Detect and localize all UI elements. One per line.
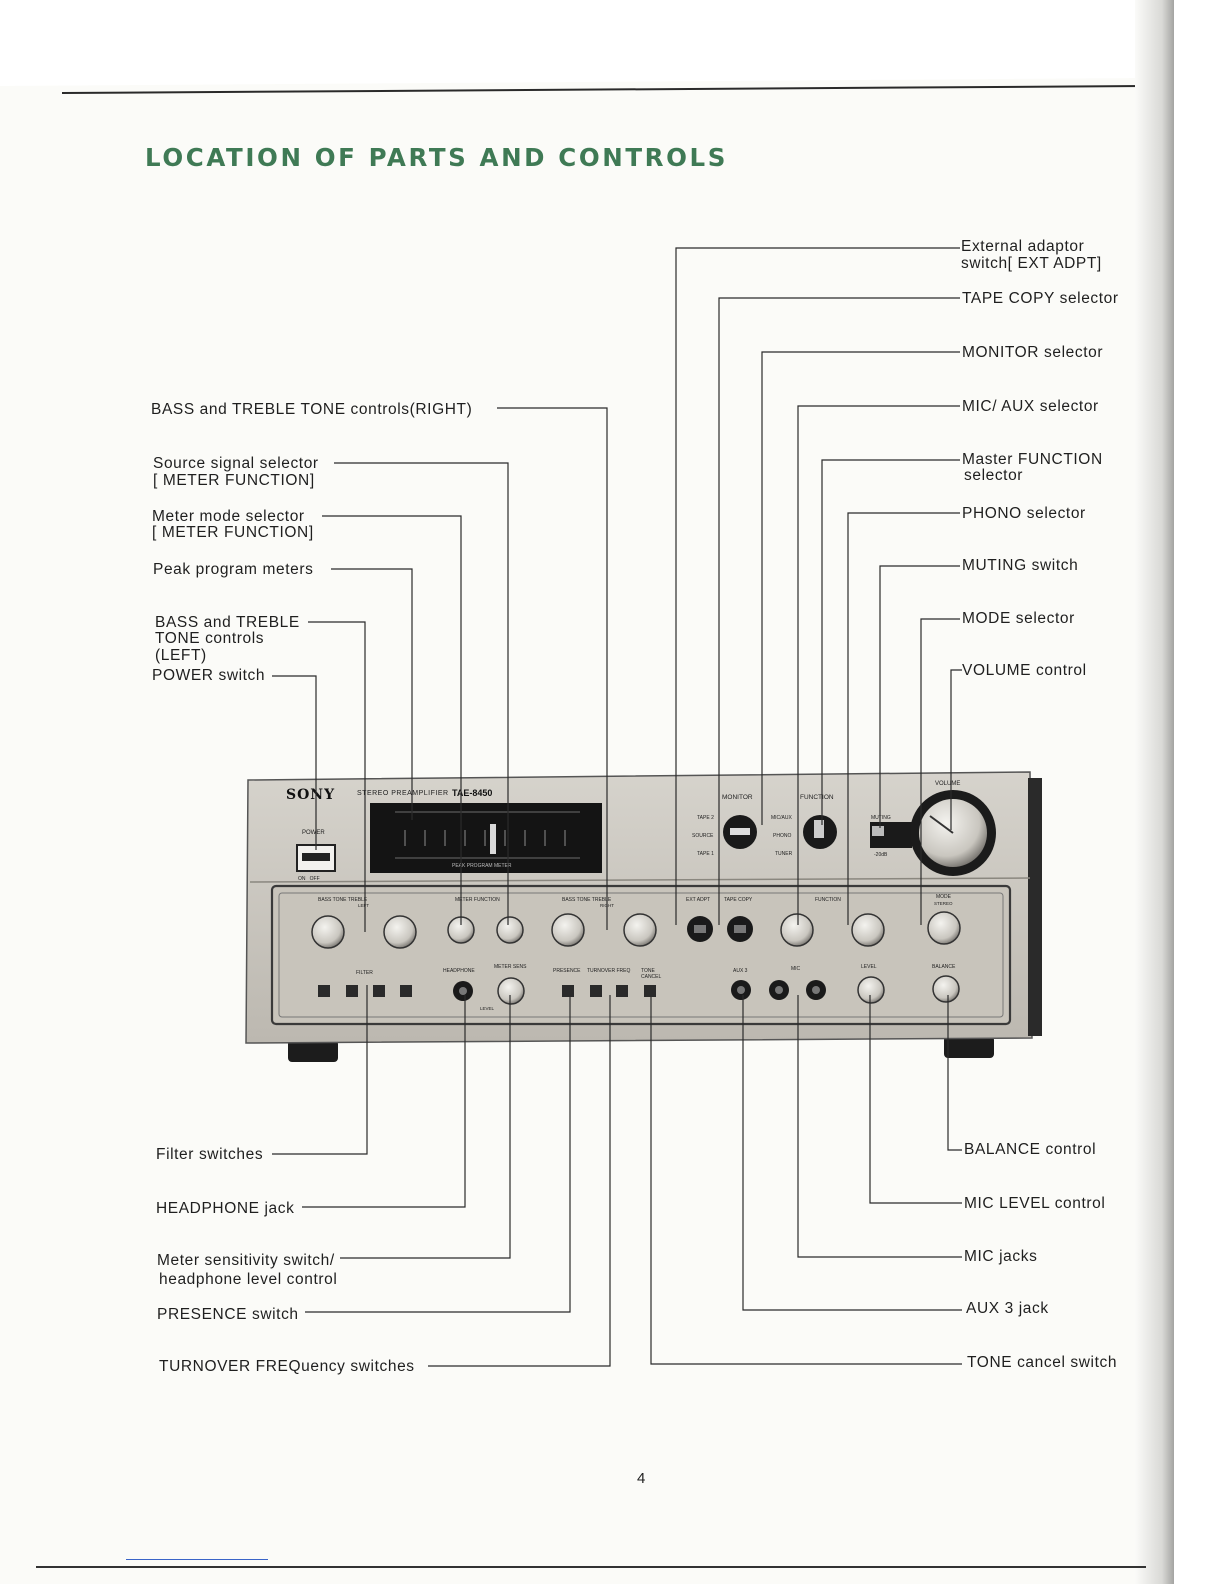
panel-meter-function: METER FUNCTION — [455, 897, 500, 903]
panel-aux3: AUX 3 — [733, 968, 748, 974]
panel-muting-db: -20dB — [874, 852, 888, 858]
label-headphone-jack: HEADPHONE jack — [156, 1200, 295, 1217]
label-power-switch: POWER switch — [152, 667, 266, 684]
panel-left: LEFT — [358, 903, 370, 908]
panel-model: TAE-8450 — [452, 788, 493, 798]
label-mic-level: MIC LEVEL control — [964, 1195, 1106, 1212]
panel-balance: BALANCE — [932, 964, 956, 970]
panel-power-label: POWER — [302, 830, 325, 836]
bottom-rule — [36, 1566, 1146, 1568]
panel-stereo: STEREO — [934, 901, 953, 906]
panel-bass-r: BASS — [562, 897, 576, 903]
label-master-function-2: selector — [964, 467, 1024, 484]
panel-brand: SONY — [286, 787, 336, 803]
label-muting: MUTING switch — [962, 557, 1079, 574]
label-meter-mode-1: Meter mode selector — [152, 508, 305, 525]
panel-function-label: FUNCTION — [800, 794, 834, 801]
panel-treble: TREBLE — [347, 897, 368, 903]
panel-mic-aux: MIC/AUX — [771, 815, 792, 821]
panel-headphone: HEADPHONE — [443, 968, 475, 974]
label-mic-aux: MIC/ AUX selector — [962, 398, 1099, 415]
label-presence-switch: PRESENCE switch — [157, 1306, 299, 1323]
panel-level: LEVEL — [861, 964, 877, 970]
panel-bass-tone-treble-right: BASS TONE TREBLE — [562, 897, 611, 903]
panel-meter-sens: METER SENS — [494, 964, 527, 970]
panel-phono: PHONO — [773, 833, 792, 839]
label-mic-jacks: MIC jacks — [964, 1248, 1038, 1265]
label-master-function-1: Master FUNCTION — [962, 451, 1103, 468]
label-bass-treble-left-3: (LEFT) — [155, 647, 207, 664]
label-peak-meters: Peak program meters — [153, 561, 314, 578]
panel-tone: TONE — [332, 897, 347, 903]
page-title: LOCATION OF PARTS AND CONTROLS — [145, 143, 729, 172]
bottom-link-underline — [126, 1559, 268, 1560]
panel-volume: VOLUME — [935, 781, 961, 787]
panel-filter: FILTER — [356, 970, 373, 976]
panel-function-2: FUNCTION — [815, 897, 841, 903]
panel-bass-tone-treble: BASS TONE TREBLE — [318, 897, 367, 903]
panel-mode: MODE — [936, 894, 951, 900]
panel-tone-cancel: TONE CANCEL — [641, 968, 662, 980]
label-monitor: MONITOR selector — [962, 344, 1104, 361]
panel-source: SOURCE — [692, 833, 714, 839]
panel-presence: PRESENCE — [553, 968, 581, 974]
panel-tone-r: TONE — [576, 897, 591, 903]
panel-treble-r: TREBLE — [591, 897, 612, 903]
label-aux3: AUX 3 jack — [966, 1300, 1049, 1317]
label-filter-switches: Filter switches — [156, 1146, 264, 1163]
panel-ext-adpt: EXT ADPT — [686, 897, 711, 903]
label-turnover-switches: TURNOVER FREQuency switches — [159, 1358, 415, 1375]
label-balance: BALANCE control — [964, 1141, 1097, 1158]
panel-bass: BASS — [318, 897, 332, 903]
label-meter-mode-2: [ METER FUNCTION] — [152, 524, 314, 541]
label-mode: MODE selector — [962, 610, 1075, 627]
panel-muting: MUTING — [871, 815, 891, 821]
label-ext-adaptor-1: External adaptor — [961, 238, 1085, 255]
label-meter-sens-1: Meter sensitivity switch/ — [157, 1252, 335, 1269]
panel-model-prefix: STEREO PREAMPLIFIER — [357, 790, 449, 797]
panel-meter-name: PEAK PROGRAM METER — [452, 863, 512, 869]
label-meter-sens-2: headphone level control — [159, 1271, 338, 1288]
page-number: 4 — [637, 1470, 646, 1487]
panel-tuner: TUNER — [775, 851, 793, 857]
panel-monitor-label: MONITOR — [722, 794, 753, 801]
label-tape-copy: TAPE COPY selector — [962, 290, 1119, 307]
label-bass-treble-left-2: TONE controls — [155, 630, 265, 647]
panel-power-onoff: ON OFF — [298, 876, 320, 882]
panel-turnover: TURNOVER FREQ — [587, 968, 631, 974]
panel-tape-copy: TAPE COPY — [724, 897, 753, 903]
label-bass-treble-right: BASS and TREBLE TONE controls(RIGHT) — [151, 401, 473, 418]
label-tone-cancel: TONE cancel switch — [967, 1354, 1118, 1371]
label-ext-adaptor-2: switch[ EXT ADPT] — [961, 255, 1102, 272]
label-source-selector-1: Source signal selector — [153, 455, 319, 472]
panel-mic: MIC — [791, 966, 801, 972]
label-bass-treble-left-1: BASS and TREBLE — [155, 614, 300, 631]
panel-level-small: LEVEL — [480, 1006, 495, 1011]
label-volume: VOLUME control — [962, 662, 1087, 679]
panel-tape1: TAPE 1 — [697, 851, 714, 857]
panel-tape2: TAPE 2 — [697, 815, 714, 821]
label-phono: PHONO selector — [962, 505, 1086, 522]
label-source-selector-2: [ METER FUNCTION] — [153, 472, 315, 489]
